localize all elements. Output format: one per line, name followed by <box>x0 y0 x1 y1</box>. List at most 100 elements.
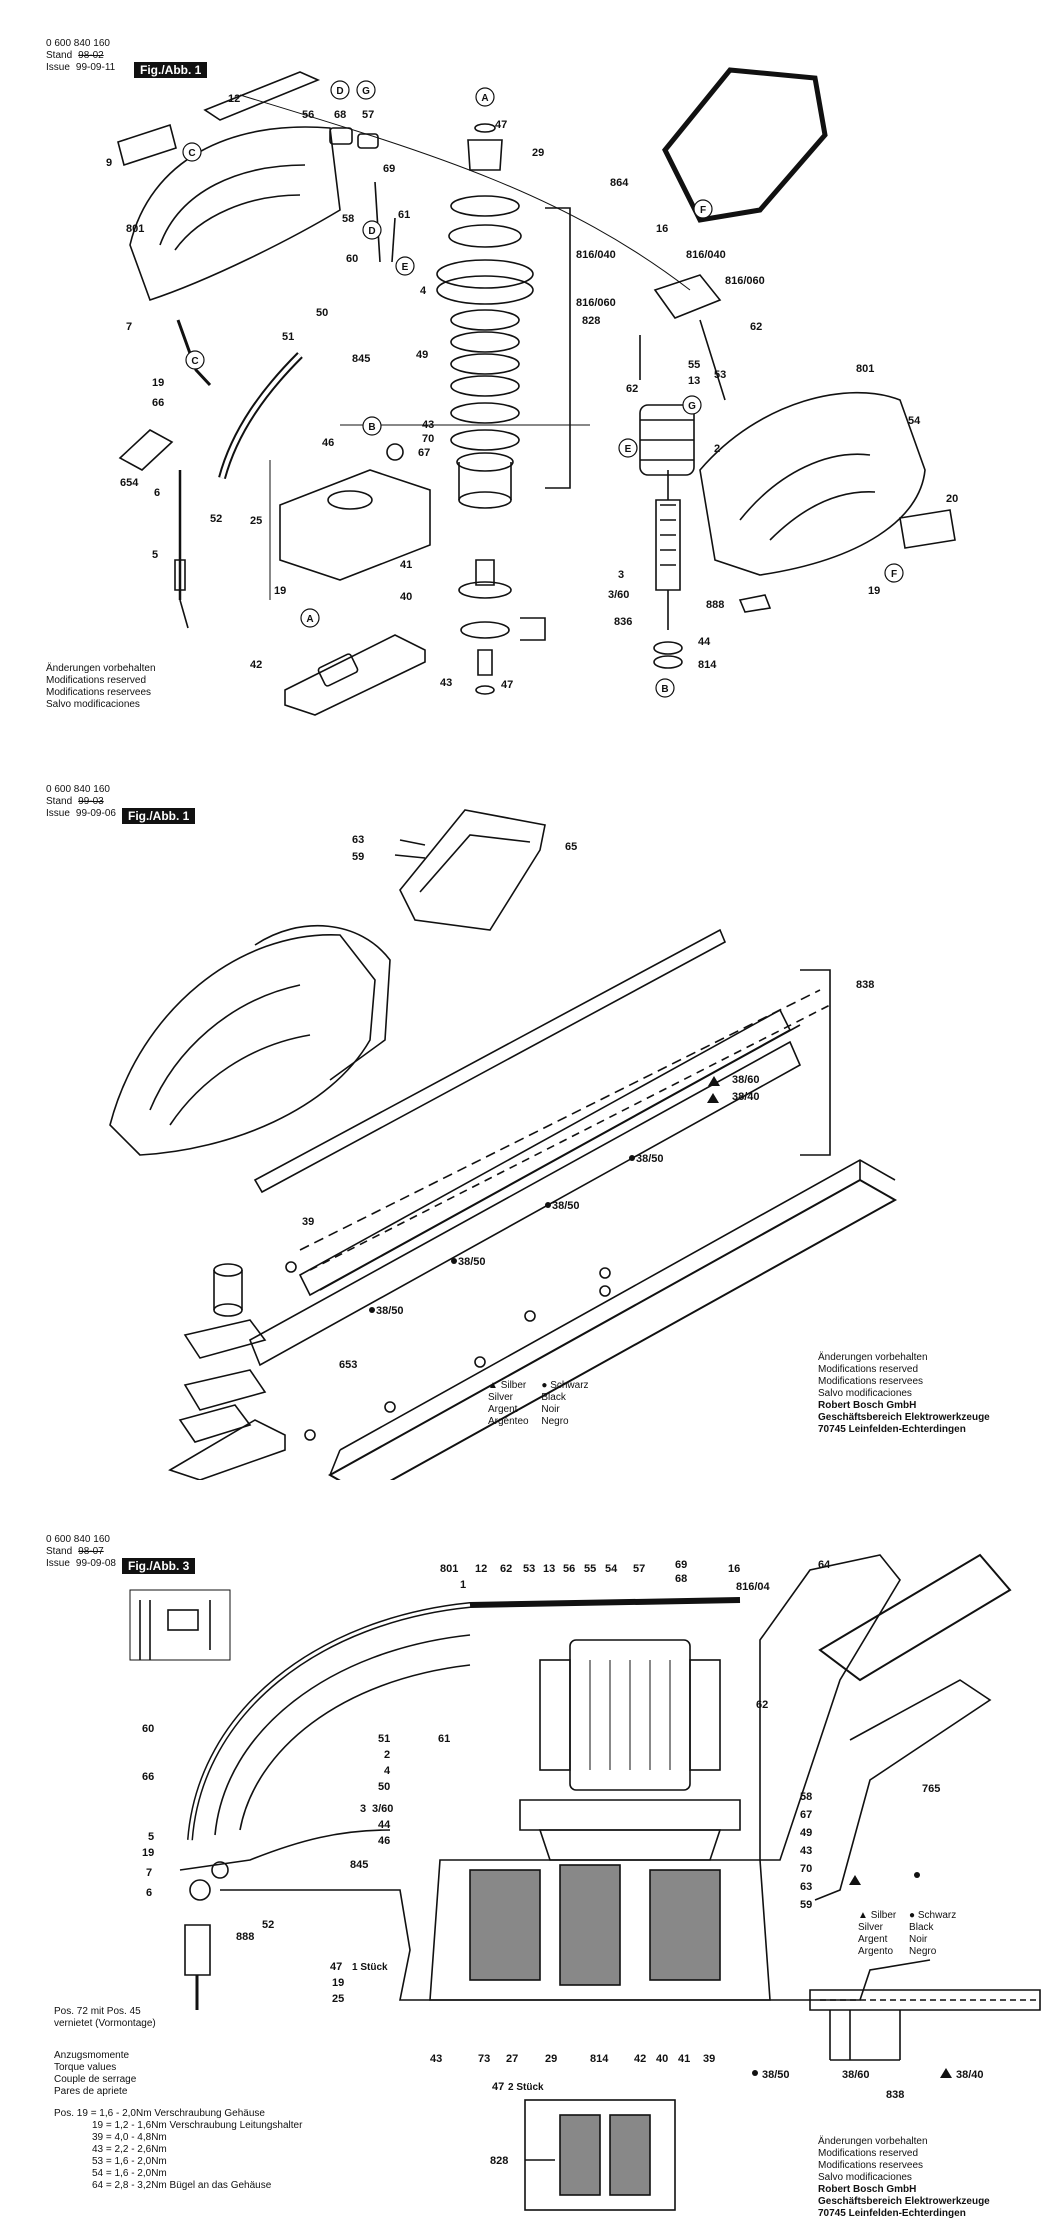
svg-text:56: 56 <box>563 1563 575 1575</box>
detail-inset <box>524 2099 676 2211</box>
svg-text:62: 62 <box>500 1563 512 1575</box>
svg-text:2 Stück: 2 Stück <box>508 2082 544 2093</box>
changes-notice-2: Änderungen vorbehalten Modifications res… <box>818 1352 990 1435</box>
svg-text:43: 43 <box>800 1845 812 1857</box>
svg-text:A: A <box>306 614 313 625</box>
issue-date: 99-09-11 <box>75 62 116 73</box>
svg-text:60: 60 <box>142 1723 154 1735</box>
exploded-view-fig2: 63 59 65 838 38/60 38/40 38/50 39 38/50 … <box>109 809 898 1480</box>
svg-text:816/04: 816/04 <box>736 1581 771 1593</box>
svg-text:6: 6 <box>154 487 160 499</box>
armature <box>655 499 681 591</box>
svg-text:63: 63 <box>352 834 364 846</box>
torque-row: 19 = 1,2 - 1,6Nm Verschraubung Leitungsh… <box>92 2120 303 2131</box>
svg-text:4: 4 <box>420 285 427 297</box>
housing-left <box>129 126 341 302</box>
svg-text:19: 19 <box>152 377 164 389</box>
svg-text:41: 41 <box>678 2053 690 2065</box>
svg-text:12: 12 <box>475 1563 487 1575</box>
svg-text:42: 42 <box>634 2053 646 2065</box>
svg-text:44: 44 <box>698 636 711 648</box>
torque-table: Anzugsmomente Torque values Couple de se… <box>54 2050 303 2191</box>
svg-text:53: 53 <box>714 369 726 381</box>
svg-text:3/60: 3/60 <box>372 1803 393 1815</box>
svg-text:13: 13 <box>688 375 700 387</box>
color-legend: ▲ Silber Silver Argent Argénteo ● Schwar… <box>488 1380 589 1427</box>
svg-text:3: 3 <box>618 569 624 581</box>
svg-text:58: 58 <box>342 213 354 225</box>
svg-text:70: 70 <box>800 1863 812 1875</box>
svg-text:816/060: 816/060 <box>725 275 765 287</box>
svg-text:25: 25 <box>250 515 262 527</box>
bow-guard <box>218 352 303 480</box>
svg-text:62: 62 <box>626 383 638 395</box>
svg-text:2: 2 <box>384 1749 390 1761</box>
base-plate <box>168 1419 286 1480</box>
issue-date: 99-09-08 <box>75 1558 116 1569</box>
svg-text:38/50: 38/50 <box>552 1200 580 1212</box>
svg-text:59: 59 <box>800 1899 812 1911</box>
svg-text:49: 49 <box>416 349 428 361</box>
base-plate <box>284 634 426 716</box>
svg-text:27: 27 <box>506 2053 518 2065</box>
svg-text:40: 40 <box>400 591 412 603</box>
stand-old: 98-02 <box>78 50 104 61</box>
svg-text:16: 16 <box>656 223 668 235</box>
svg-text:B: B <box>368 422 375 433</box>
svg-text:38/60: 38/60 <box>842 2069 870 2081</box>
svg-text:54: 54 <box>605 1563 618 1575</box>
svg-text:12: 12 <box>228 93 240 105</box>
svg-text:D: D <box>336 86 343 97</box>
svg-text:19: 19 <box>332 1977 344 1989</box>
svg-text:53: 53 <box>523 1563 535 1575</box>
svg-text:9: 9 <box>106 157 112 169</box>
issue-date: 99-09-06 <box>75 808 116 819</box>
svg-text:63: 63 <box>800 1881 812 1893</box>
svg-text:38/40: 38/40 <box>956 2069 984 2081</box>
svg-text:43: 43 <box>440 677 452 689</box>
svg-text:3/60: 3/60 <box>608 589 629 601</box>
svg-text:47: 47 <box>495 119 507 131</box>
svg-text:50: 50 <box>378 1781 390 1793</box>
svg-text:G: G <box>362 86 370 97</box>
svg-text:20: 20 <box>946 493 958 505</box>
svg-text:765: 765 <box>922 1783 940 1795</box>
svg-text:38/60: 38/60 <box>732 1074 760 1086</box>
svg-text:29: 29 <box>545 2053 557 2065</box>
svg-text:C: C <box>188 148 195 159</box>
changes-notice-3: Änderungen vorbehalten Modifications res… <box>818 2136 990 2219</box>
svg-text:828: 828 <box>582 315 600 327</box>
svg-text:3: 3 <box>360 1803 366 1815</box>
svg-text:888: 888 <box>236 1931 254 1943</box>
svg-text:57: 57 <box>362 109 374 121</box>
svg-text:816/040: 816/040 <box>686 249 726 261</box>
svg-text:52: 52 <box>210 513 222 525</box>
housing <box>109 934 376 1156</box>
part-number: 0 600 840 160 <box>46 38 110 49</box>
svg-text:52: 52 <box>262 1919 274 1931</box>
svg-text:654: 654 <box>120 477 139 489</box>
svg-text:19: 19 <box>868 585 880 597</box>
svg-text:42: 42 <box>250 659 262 671</box>
svg-text:25: 25 <box>332 1993 344 2005</box>
gear-housing <box>279 469 431 581</box>
svg-text:66: 66 <box>152 397 164 409</box>
svg-text:69: 69 <box>383 163 395 175</box>
svg-text:19: 19 <box>274 585 286 597</box>
svg-text:58: 58 <box>800 1791 812 1803</box>
torque-row: 43 = 2,2 - 2,6Nm <box>92 2144 167 2155</box>
svg-text:61: 61 <box>438 1733 450 1745</box>
housing-right <box>699 391 926 576</box>
svg-text:70: 70 <box>422 433 434 445</box>
svg-text:A: A <box>481 93 488 104</box>
svg-text:6: 6 <box>146 1887 152 1899</box>
front-handle <box>662 67 828 223</box>
svg-text:1 Stück: 1 Stück <box>352 1962 388 1973</box>
svg-text:801: 801 <box>126 223 144 235</box>
svg-text:41: 41 <box>400 559 412 571</box>
stand-old: 98-07 <box>78 1546 104 1557</box>
svg-text:2: 2 <box>714 443 720 455</box>
svg-text:29: 29 <box>532 147 544 159</box>
